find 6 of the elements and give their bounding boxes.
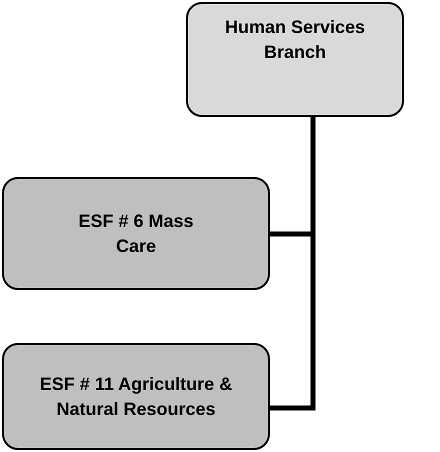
box-label: Human Services Branch (224, 16, 366, 64)
org-box (186, 2, 404, 117)
box-label: ESF # 11 Agriculture & Natural Resources (38, 373, 234, 420)
org-box (2, 177, 270, 290)
org-box (2, 343, 270, 450)
box-label: ESF # 6 Mass Care (77, 210, 195, 258)
